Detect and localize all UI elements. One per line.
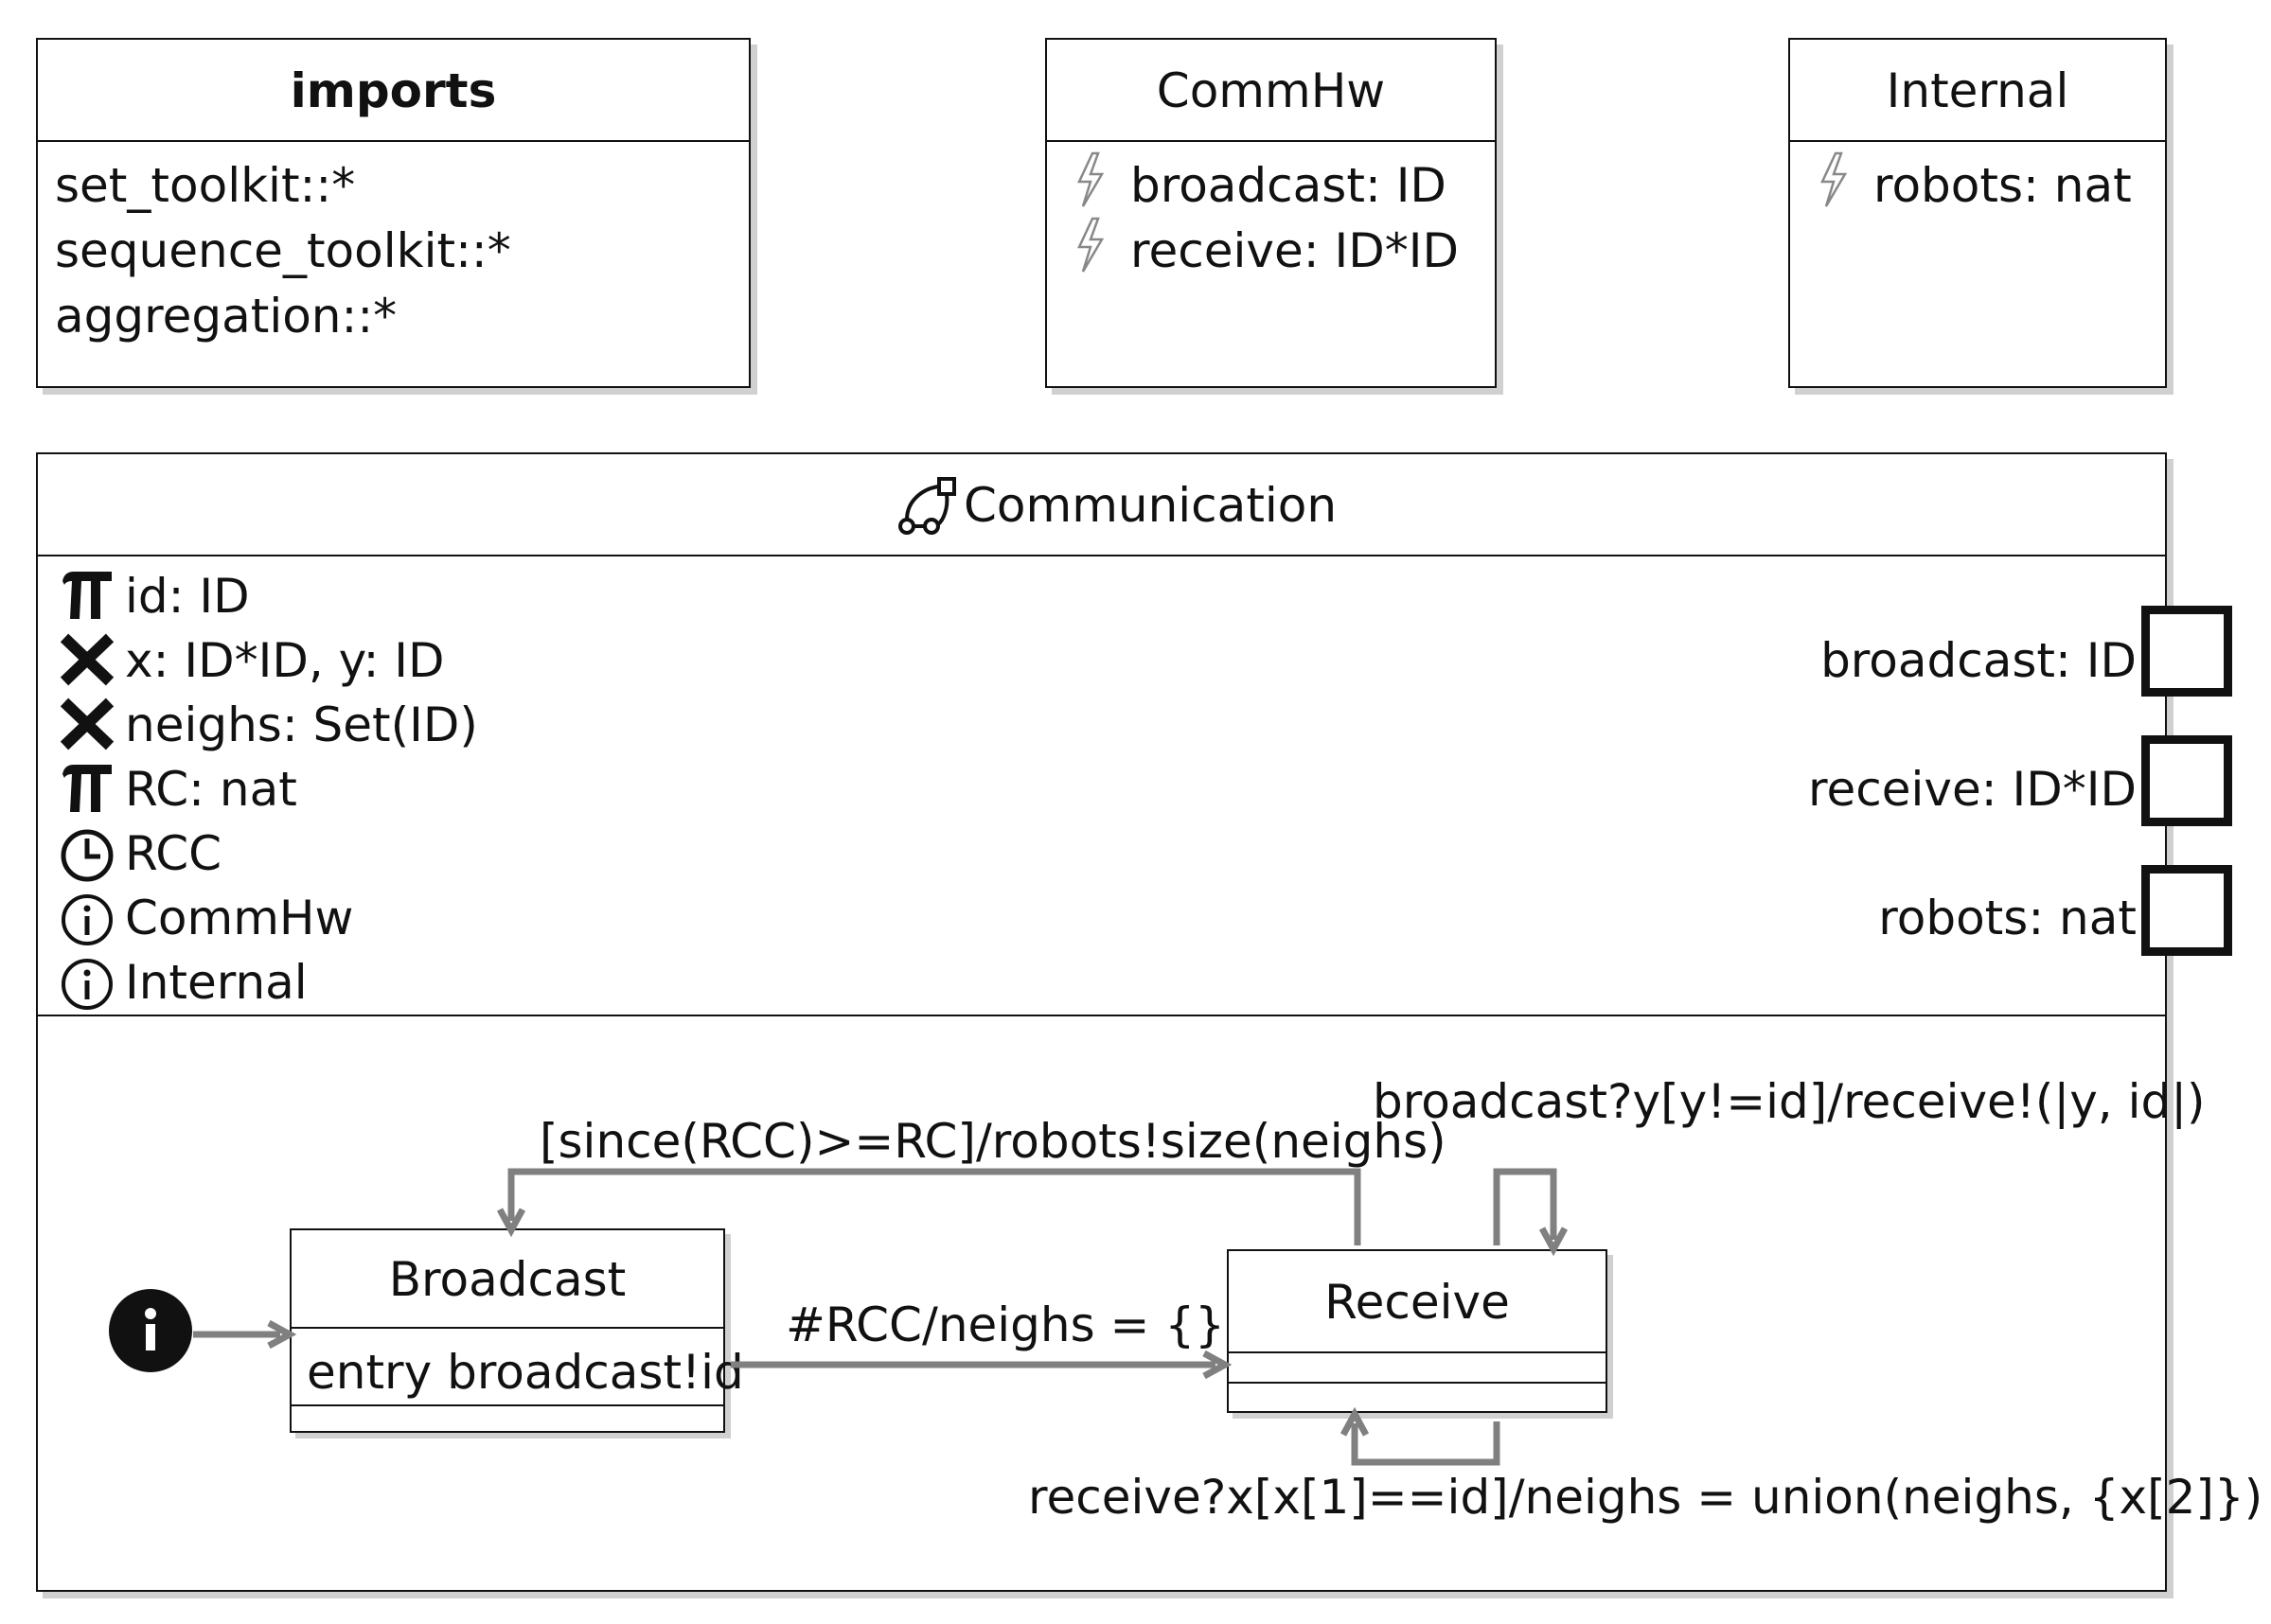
port-label: receive: ID*ID [1808,762,2137,817]
port-broadcast[interactable] [2141,606,2232,697]
cross-icon [60,633,115,686]
commhw-header: CommHw [1047,40,1495,142]
info-icon [62,894,113,945]
pi-icon [62,572,112,619]
declaration-text: RCC [125,826,222,881]
commhw-event: broadcast: ID [1130,158,1446,213]
internal-header: Internal [1790,40,2165,142]
internal-title: Internal [1886,63,2069,118]
state-divider [292,1327,723,1329]
transition-label: #RCC/neighs = {} [786,1297,1225,1352]
imports-header: imports [38,40,749,142]
state-divider [1229,1351,1606,1353]
imports-box[interactable]: imports set_toolkit::* sequence_toolkit:… [36,38,751,388]
imports-title: imports [290,63,497,118]
state-entry-action: entry broadcast!id [307,1345,744,1400]
lightning-icon [1820,151,1848,207]
pi-icon [62,765,112,812]
declaration-text: id: ID [125,569,250,624]
state-receive[interactable]: Receive [1227,1249,1607,1413]
transition-label: broadcast?y[y!=id]/receive!(|y, id|) [1373,1074,2206,1129]
declaration-text: neighs: Set(ID) [125,697,478,752]
commhw-event: receive: ID*ID [1130,223,1459,278]
imports-item: set_toolkit::* [55,158,356,213]
declaration-text: x: ID*ID, y: ID [125,633,445,688]
state-divider [1229,1382,1606,1384]
transition-label: receive?x[x[1]==id]/neighs = union(neigh… [1028,1470,2263,1525]
imports-item: aggregation::* [55,289,398,344]
section-divider [38,1015,2165,1016]
internal-event: robots: nat [1873,158,2132,213]
lightning-icon [1077,217,1105,273]
transition-label: [since(RCC)>=RC]/robots!size(neighs) [540,1114,1446,1169]
declaration-text: Internal [125,955,308,1010]
declaration-text: CommHw [125,891,354,945]
communication-header: Communication [38,454,2165,556]
internal-interface-box[interactable]: Internal robots: nat [1788,38,2167,388]
commhw-interface-box[interactable]: CommHw broadcast: ID receive: ID*ID [1045,38,1497,388]
port-label: broadcast: ID [1820,633,2137,688]
commhw-title: CommHw [1156,63,1386,118]
clock-icon [61,829,114,882]
port-receive[interactable] [2141,735,2232,826]
initial-node-icon[interactable] [108,1288,193,1373]
info-icon [62,959,113,1010]
state-name: Broadcast [388,1252,627,1307]
port-robots[interactable] [2141,865,2232,956]
communication-title: Communication [964,478,1338,533]
cross-icon [60,697,115,750]
imports-item: sequence_toolkit::* [55,223,511,278]
lightning-icon [1077,151,1105,207]
port-label: robots: nat [1878,891,2137,945]
state-machine-icon [898,477,956,535]
declaration-text: RC: nat [125,762,297,817]
state-divider [292,1404,723,1406]
state-name: Receive [1324,1275,1510,1330]
state-broadcast[interactable]: Broadcast entry broadcast!id [290,1228,744,1433]
